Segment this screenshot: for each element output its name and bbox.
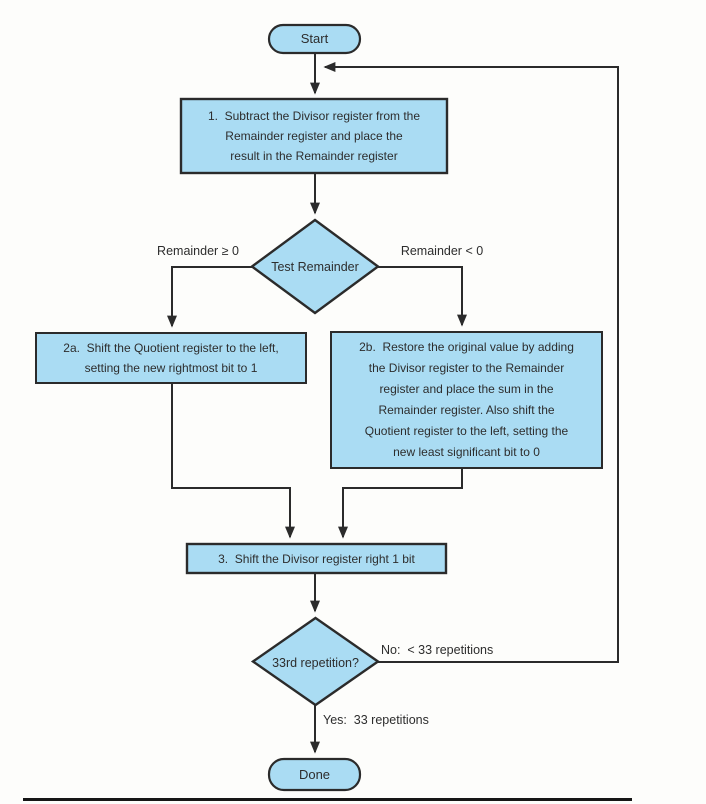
edge-step2b-to-step3 [338, 468, 463, 539]
figure-bottom-rule [23, 798, 632, 801]
step2a-node-shape [35, 332, 307, 384]
start-node-shape [267, 23, 362, 55]
test-remainder-diamond-shape [249, 218, 381, 315]
edge-test-to-step2a [167, 266, 252, 328]
test-remainder-label: Test Remainder [271, 259, 359, 274]
step1-text: 1. Subtract the Divisor register from th… [207, 109, 421, 163]
step3-text: 3. Shift the Divisor register right 1 bi… [218, 551, 415, 566]
edge-step2a-to-step3 [171, 383, 295, 539]
branch-label-remainder-ge: Remainder ≥ 0 [157, 244, 239, 258]
branch-label-yes: Yes: 33 repetitions [323, 713, 429, 727]
step2b-node-shape [330, 331, 603, 469]
step2b-text: 2b. Restore the original value by adding… [359, 340, 574, 459]
repetition-label: 33rd repetition? [272, 655, 359, 670]
branch-label-no: No: < 33 repetitions [381, 643, 494, 657]
step2a-text: 2a. Shift the Quotient register to the l… [63, 341, 279, 375]
edge-no-loopback [323, 62, 619, 663]
edge-test-to-step2b [378, 266, 467, 327]
step1-node-shape [179, 97, 449, 175]
done-node-shape [267, 757, 362, 792]
step3-node-shape [185, 542, 448, 575]
repetition-diamond-shape [250, 616, 381, 707]
start-label: Start [300, 31, 329, 46]
branch-label-remainder-lt: Remainder < 0 [400, 244, 484, 258]
done-label: Done [298, 766, 331, 782]
